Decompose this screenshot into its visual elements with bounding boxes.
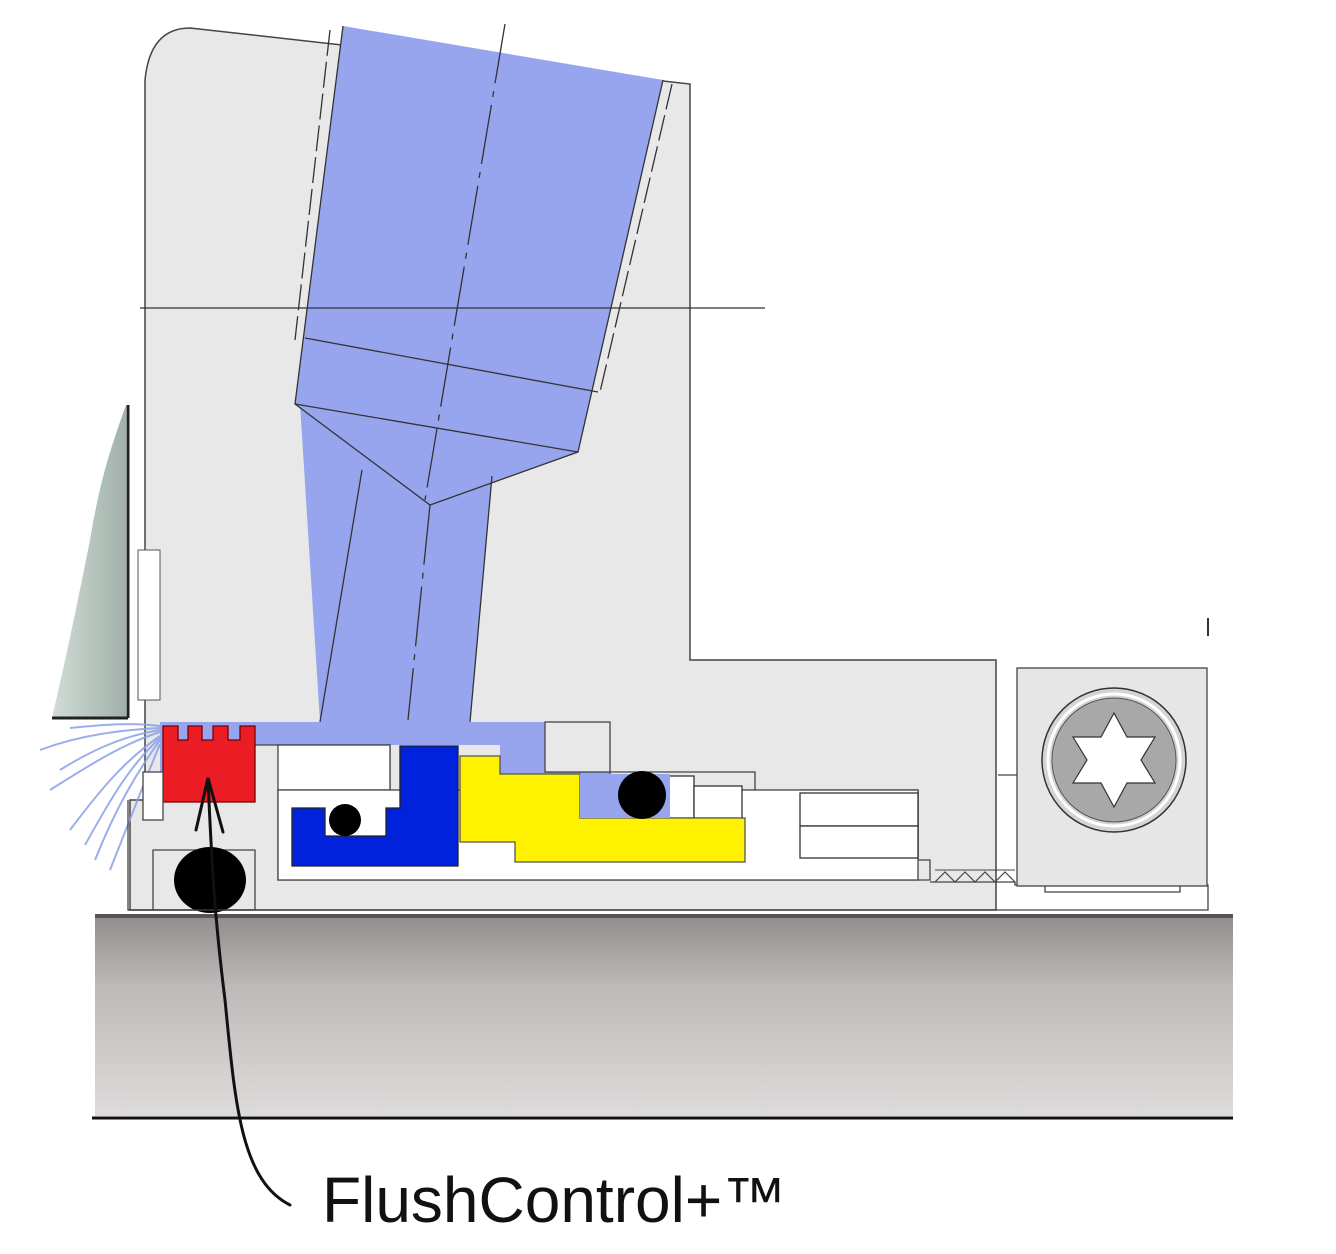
flow-arrow-icon [194, 777, 292, 1207]
oring-stationary [618, 771, 666, 819]
stationary-face [459, 755, 746, 863]
gland-foot [127, 800, 256, 911]
gland-notch [142, 771, 164, 821]
torx-screw-icon [1041, 687, 1187, 833]
gland-spigot [137, 549, 161, 701]
gland-lip [544, 721, 611, 773]
oring-rotating [329, 804, 361, 836]
spray-icon [39, 723, 161, 871]
rotating-face [291, 745, 459, 867]
pump-wall [52, 405, 126, 718]
shaft-sleeve [128, 881, 1209, 911]
oring-shaft [174, 847, 246, 913]
flush-port-outline [140, 23, 765, 723]
shaft [92, 914, 1233, 1120]
drive-pins [667, 775, 919, 859]
sleeve-thread [934, 871, 1016, 883]
cavity-upper [277, 744, 391, 791]
flush-control-ring [162, 725, 256, 803]
product-caption: FlushControl+™ [322, 1164, 787, 1236]
